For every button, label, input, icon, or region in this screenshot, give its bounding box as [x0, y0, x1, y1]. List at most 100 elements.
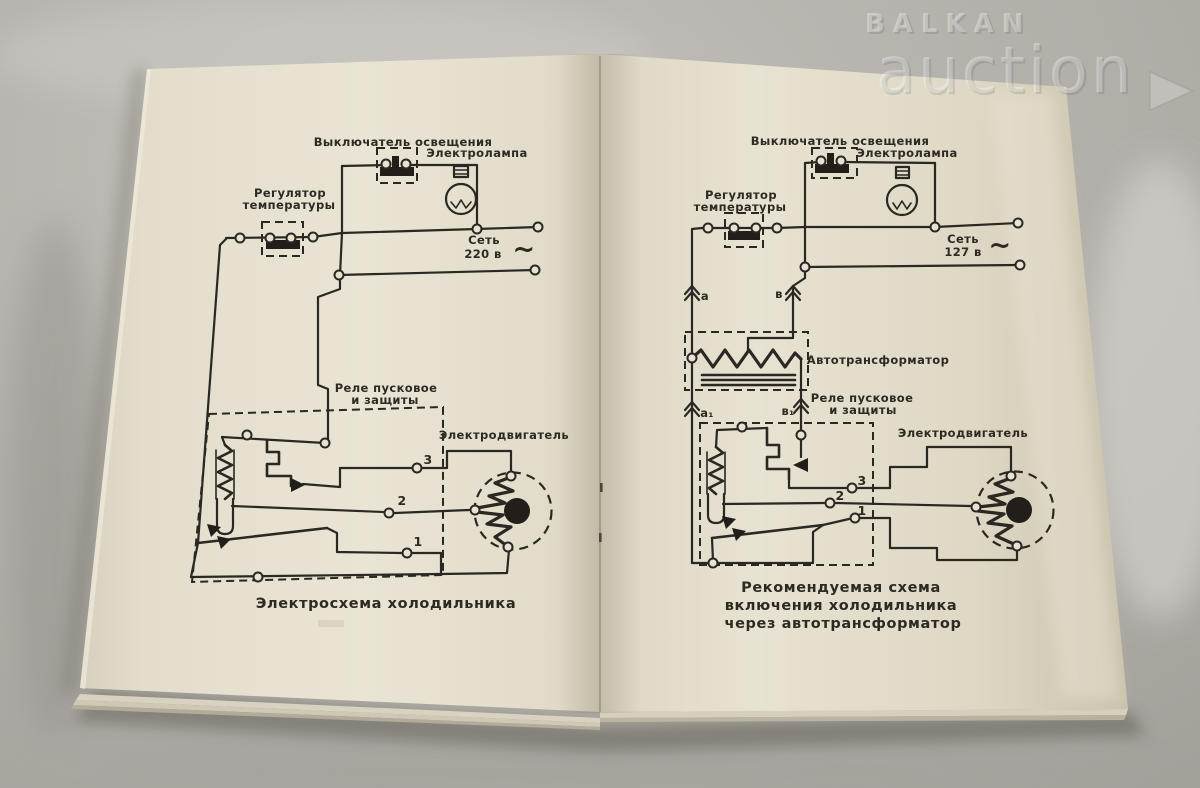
motor-terminal	[1011, 540, 1023, 552]
mains-label: Сеть	[468, 233, 500, 247]
lamp-cap-threads	[453, 169, 469, 175]
autotransformer-label: Автотрансформатор	[807, 353, 949, 367]
left-diagram: Выключатель освещения Электролампа Регул…	[189, 135, 569, 627]
lamp-symbol	[885, 165, 919, 217]
right-caption-line3: через автотрансформатор	[725, 616, 962, 632]
autotransformer-winding	[690, 348, 803, 369]
lamp-symbol	[444, 164, 478, 216]
left-edge-shadow	[60, 68, 148, 697]
mains-voltage-label: 127 в	[944, 245, 981, 259]
terminal-1-label: 1	[413, 534, 422, 549]
relay-contact-triangle	[793, 458, 808, 472]
wire	[337, 268, 537, 277]
relay-dashed-box	[699, 422, 874, 566]
lamp-label: Электролампа	[426, 146, 527, 160]
tap-arrow-b-icon	[784, 284, 802, 302]
wire-terminal3	[301, 449, 513, 489]
terminal-3-label: 3	[423, 452, 432, 467]
junction	[736, 421, 748, 433]
resistor-guides	[215, 449, 235, 500]
wire-terminal1	[821, 516, 1019, 562]
motor-terminal	[1005, 470, 1017, 482]
terminal-2	[383, 507, 395, 519]
watermark-arrow-icon	[1149, 70, 1195, 112]
junction	[333, 269, 345, 281]
pencil-marks	[318, 620, 344, 627]
right-diagram: Выключатель освещения Электролампа Регул…	[683, 134, 1055, 632]
regulator-dashed-box	[261, 221, 304, 257]
wire-terminal2	[721, 501, 972, 508]
motor-terminal	[505, 470, 517, 482]
right-page-glare	[990, 95, 1120, 700]
right-caption-line1: Рекомендуемая схема	[741, 580, 941, 596]
autotransformer-dashed-box	[684, 331, 809, 391]
regulator-label-line2: температуры	[243, 198, 336, 212]
watermark-word: auction	[876, 34, 1135, 108]
right-page-surface	[600, 54, 1128, 712]
relay-comb-contact	[765, 426, 791, 481]
terminal-1-label: 1	[857, 503, 866, 518]
lamp-filament	[450, 199, 472, 209]
relay-dashed-box	[190, 405, 444, 584]
temperature-regulator-symbol	[261, 221, 304, 257]
ac-tilde-icon: ~	[512, 234, 535, 265]
terminal-1	[849, 512, 861, 524]
motor-label: Электродвигатель	[439, 428, 569, 442]
switch-dashed-box	[376, 147, 418, 184]
junction	[307, 231, 319, 243]
wire	[340, 163, 388, 168]
tap-b1-label: в₁	[781, 404, 794, 418]
watermark-brand: BALKAN	[865, 9, 1032, 39]
relay-label-line1: Реле пусковое	[335, 381, 438, 395]
light-switch-label: Выключатель освещения	[314, 135, 493, 149]
relay-heater-resistor	[216, 443, 234, 501]
mains-voltage-label: 220 в	[464, 247, 501, 261]
tap-b-label: в	[775, 287, 783, 301]
regulator-bar	[266, 240, 300, 249]
motor-symbol	[469, 470, 553, 553]
left-caption: Электросхема холодильника	[256, 596, 517, 612]
switch-terminal	[835, 155, 847, 167]
relay-contact-triangle	[291, 478, 305, 492]
motor-symbol	[970, 470, 1055, 552]
temperature-regulator-symbol	[724, 212, 764, 248]
junction	[799, 261, 811, 273]
terminal-3	[846, 482, 858, 494]
tap-arrow-a1-icon	[683, 400, 701, 418]
wire-terminal2	[230, 504, 471, 515]
tap-arrow-b1-icon	[792, 397, 810, 415]
spine-shading	[558, 54, 642, 713]
regulator-terminal	[285, 232, 297, 244]
switch-dashed-box	[811, 147, 858, 179]
motor-winding	[976, 476, 1015, 509]
staple	[600, 483, 603, 492]
motor-winding	[475, 510, 513, 548]
lever-contact-triangle	[732, 528, 746, 541]
relay-label-line2: и защиты	[829, 403, 897, 417]
watermark-word-shadow: auction	[878, 36, 1137, 110]
lever-contact-triangle	[207, 524, 221, 537]
motor-rotor-dot	[504, 498, 530, 524]
junction	[707, 557, 719, 569]
terminal-3-label: 3	[857, 473, 866, 488]
terminal-2-label: 2	[835, 488, 844, 503]
lamp-cap-threads	[895, 170, 910, 176]
light-switch-label: Выключатель освещения	[751, 134, 930, 148]
wire	[404, 163, 479, 231]
relay-heater-resistor	[707, 445, 725, 496]
terminal-3	[411, 462, 423, 474]
wire-left-loop	[196, 237, 228, 545]
wire	[787, 477, 848, 490]
relay-label-line1: Реле пусковое	[811, 391, 914, 405]
resistor-guides	[706, 451, 726, 495]
motor-winding	[976, 509, 1018, 547]
page-stack-edge	[71, 705, 600, 730]
motor-winding	[475, 475, 515, 510]
page-stack-edge	[76, 694, 600, 723]
junction	[252, 571, 264, 583]
motor-terminal	[469, 504, 481, 516]
regulator-terminal	[264, 232, 276, 244]
mains-label: Сеть	[947, 232, 979, 246]
light-switch-symbol	[376, 147, 418, 184]
